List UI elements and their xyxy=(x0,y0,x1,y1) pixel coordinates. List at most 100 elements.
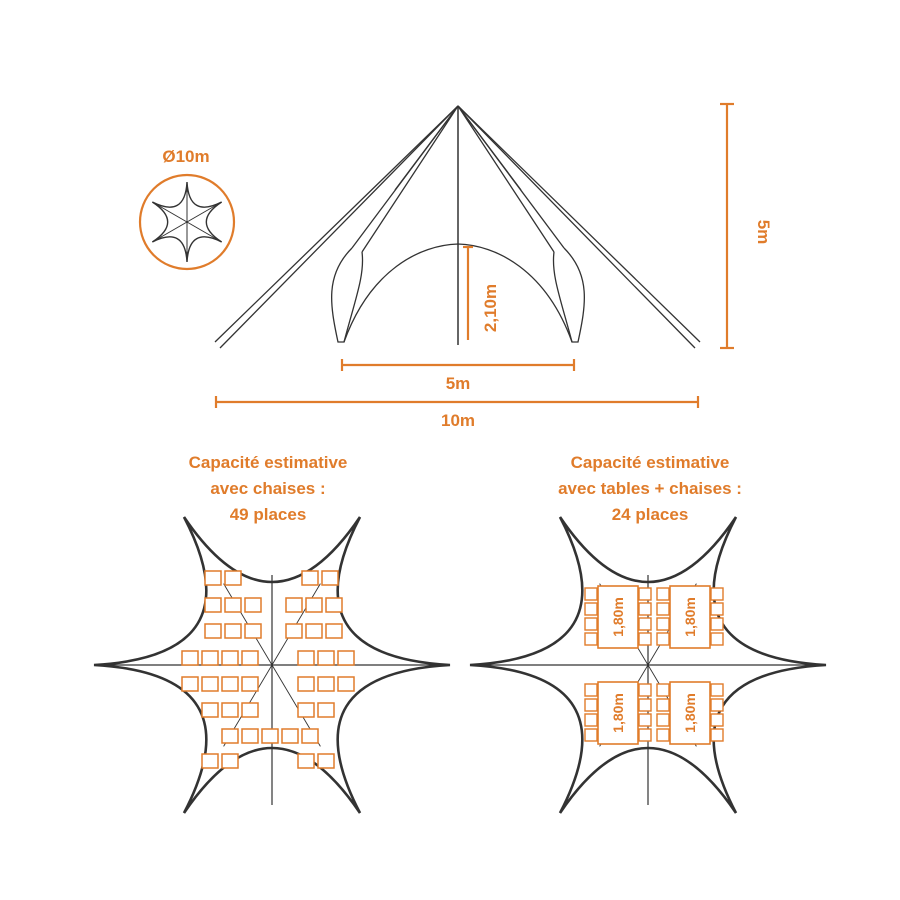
chair xyxy=(656,617,670,631)
chair xyxy=(584,728,598,742)
chair xyxy=(656,713,670,727)
table-length-label: 1,80m xyxy=(682,693,698,733)
table-length-label: 1,80m xyxy=(610,693,626,733)
chairs-caption: Capacité estimative avec chaises : 49 pl… xyxy=(189,453,348,524)
chair xyxy=(710,713,724,727)
table xyxy=(669,585,711,649)
chair xyxy=(584,713,598,727)
chair xyxy=(221,676,239,692)
chair xyxy=(261,728,279,744)
chair xyxy=(317,650,335,666)
chair xyxy=(201,753,219,769)
chair xyxy=(305,623,323,639)
top-view-icon: Ø10m xyxy=(138,147,236,271)
chair xyxy=(241,650,259,666)
chair xyxy=(584,683,598,697)
plan-tables: 1,80m 1,80m 1,80m 1,80m xyxy=(469,516,827,814)
chair xyxy=(224,597,242,613)
chair xyxy=(584,617,598,631)
chair xyxy=(221,728,239,744)
diameter-label: Ø10m xyxy=(162,147,209,166)
chair xyxy=(305,597,323,613)
chair xyxy=(281,728,299,744)
chair xyxy=(656,632,670,646)
chair xyxy=(656,728,670,742)
table-group: 1,80m xyxy=(584,681,652,745)
chair xyxy=(638,602,652,616)
chair xyxy=(325,623,343,639)
table xyxy=(597,681,639,745)
svg-text:24 places: 24 places xyxy=(612,505,689,524)
chair xyxy=(638,683,652,697)
chair xyxy=(241,676,259,692)
table-group: 1,80m xyxy=(656,681,724,745)
side-elevation xyxy=(214,105,701,349)
chair xyxy=(710,632,724,646)
svg-text:Capacité estimative: Capacité estimative xyxy=(571,453,730,472)
chair xyxy=(710,698,724,712)
table-group: 1,80m xyxy=(656,585,724,649)
chair xyxy=(181,676,199,692)
chair xyxy=(317,702,335,718)
chair xyxy=(241,702,259,718)
chair xyxy=(221,702,239,718)
table-length-label: 1,80m xyxy=(610,597,626,637)
chair xyxy=(337,650,355,666)
chair xyxy=(297,650,315,666)
chair xyxy=(285,623,303,639)
chair xyxy=(181,650,199,666)
chair xyxy=(204,597,222,613)
chair xyxy=(201,702,219,718)
chair xyxy=(584,602,598,616)
tables-caption: Capacité estimative avec tables + chaise… xyxy=(558,453,742,524)
height-label: 5m xyxy=(754,220,773,245)
chair xyxy=(244,623,262,639)
table-group: 1,80m xyxy=(584,585,652,649)
chair xyxy=(710,617,724,631)
chair xyxy=(317,676,335,692)
chair xyxy=(317,753,335,769)
tent-outline xyxy=(469,516,827,814)
door-width-label: 5m xyxy=(446,374,471,393)
svg-text:avec tables + chaises :: avec tables + chaises : xyxy=(558,479,742,498)
chair xyxy=(201,676,219,692)
tent-outline xyxy=(93,516,451,814)
chair xyxy=(638,713,652,727)
chair xyxy=(201,650,219,666)
chair xyxy=(337,676,355,692)
chair xyxy=(656,683,670,697)
chair xyxy=(204,570,222,586)
chair xyxy=(224,570,242,586)
table-length-label: 1,80m xyxy=(682,597,698,637)
chair xyxy=(656,587,670,601)
door-height-label: 2,10m xyxy=(481,284,500,332)
chair xyxy=(221,753,239,769)
chair xyxy=(244,597,262,613)
chair xyxy=(584,587,598,601)
chair xyxy=(321,570,339,586)
plan-chairs xyxy=(93,516,451,814)
chair xyxy=(241,728,259,744)
chair xyxy=(638,632,652,646)
chair xyxy=(221,650,239,666)
chair xyxy=(285,597,303,613)
chair xyxy=(204,623,222,639)
chair xyxy=(584,698,598,712)
svg-text:avec chaises :: avec chaises : xyxy=(210,479,325,498)
chair xyxy=(325,597,343,613)
svg-text:49 places: 49 places xyxy=(230,505,307,524)
chair xyxy=(656,602,670,616)
chair xyxy=(584,632,598,646)
table xyxy=(597,585,639,649)
chair xyxy=(301,570,319,586)
chair xyxy=(224,623,242,639)
chair xyxy=(710,602,724,616)
chair xyxy=(297,676,315,692)
chair xyxy=(710,728,724,742)
svg-text:Capacité estimative: Capacité estimative xyxy=(189,453,348,472)
chair xyxy=(638,617,652,631)
dimension-lines xyxy=(214,102,734,408)
chair xyxy=(710,587,724,601)
chair xyxy=(638,698,652,712)
